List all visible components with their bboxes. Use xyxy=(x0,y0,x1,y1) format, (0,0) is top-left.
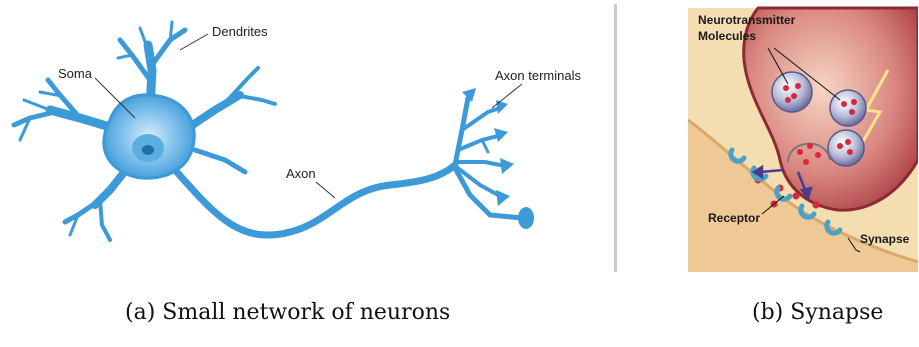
panel-divider xyxy=(614,4,617,272)
synapse-diagram: Neurotransmitter Molecules Receptor Syna… xyxy=(688,0,918,280)
receptors xyxy=(728,147,843,236)
label-axon: Axon xyxy=(286,166,316,181)
caption-synapse: (b) Synapse xyxy=(752,300,884,325)
nucleolus xyxy=(142,145,154,155)
synapse-illustration: Neurotransmitter Molecules Receptor Syna… xyxy=(688,6,918,272)
electrical-signal xyxy=(856,69,890,151)
label-axon-terminals: Axon terminals xyxy=(495,68,581,83)
terminal-knobs xyxy=(462,88,534,229)
neuron-diagram: Dendrites Soma Axon Axon terminals xyxy=(11,20,581,242)
label-receptor: Receptor xyxy=(708,211,760,225)
vesicles xyxy=(771,71,867,167)
neurotransmitter-molecules xyxy=(754,83,857,209)
leader-lines-b xyxy=(761,47,861,253)
neuron-branches xyxy=(11,20,525,242)
postsynaptic-cell xyxy=(688,120,918,272)
label-synapse: Synapse xyxy=(860,232,910,246)
leader-lines xyxy=(94,33,523,199)
release-arrows xyxy=(751,164,813,201)
caption-neurons: (a) Small network of neurons xyxy=(125,300,451,325)
label-soma: Soma xyxy=(58,66,93,81)
label-neurotransmitter-line2: Molecules xyxy=(698,29,756,43)
neuron-illustration: Dendrites Soma Axon Axon terminals xyxy=(11,20,581,242)
label-dendrites: Dendrites xyxy=(212,24,268,39)
label-neurotransmitter-line1: Neurotransmitter xyxy=(698,13,796,27)
